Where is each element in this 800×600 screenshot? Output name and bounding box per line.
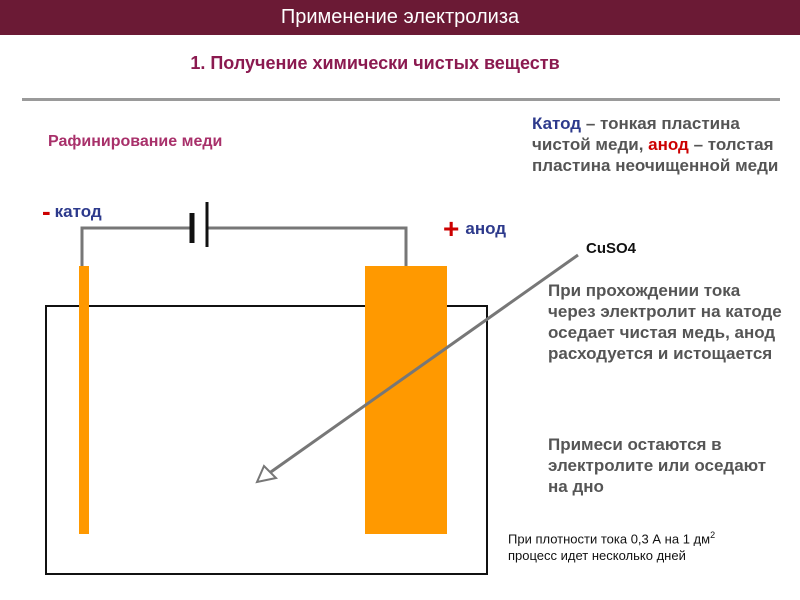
cathode-label: -катод [42, 196, 102, 227]
note1-anode-word: анод [648, 135, 689, 154]
wire-right [208, 226, 408, 266]
cathode-plate [79, 266, 89, 534]
electrolyte-label: CuSO4 [586, 240, 637, 257]
note1-cathode-word: Катод [532, 114, 582, 133]
note-process: При прохождении тока через электролит на… [548, 281, 782, 363]
plus-sign: + [443, 213, 460, 244]
density-superscript: 2 [710, 530, 716, 540]
electrolyte-vessel [45, 305, 488, 575]
wire-left [80, 226, 192, 266]
subtitle-text: 1. Получение химически чистых веществ [190, 53, 560, 73]
density-part1: При плотности тока 0,3 А на 1 дм [508, 531, 711, 547]
note1-part2: – толстая пластина неочищенной меди [532, 135, 779, 175]
note-electrodes: Катод – тонкая пластина чистой меди, ано… [532, 113, 782, 176]
process-label: Рафинирование меди [48, 133, 223, 150]
divider [22, 98, 780, 101]
anode-label: + анод [443, 213, 506, 245]
title-bar: Применение электролиза [0, 0, 800, 35]
anode-text: анод [465, 219, 507, 238]
cathode-text: катод [54, 202, 102, 221]
anode-plate [365, 266, 447, 534]
subtitle: 1. Получение химически чистых веществ [0, 53, 800, 74]
minus-sign: - [42, 196, 51, 226]
note1-part1: – тонкая пластина чистой меди, [532, 114, 740, 154]
pointer-arrowhead [255, 464, 279, 484]
note-impurities: Примеси остаются в электролите или оседа… [548, 435, 767, 496]
note-current-density: При плотности тока 0,3 А на 1 дм2 процес… [508, 527, 788, 564]
density-part2: процесс идет несколько дней [508, 548, 686, 564]
page-title: Применение электролиза [280, 6, 520, 28]
pointer-line [267, 253, 579, 476]
